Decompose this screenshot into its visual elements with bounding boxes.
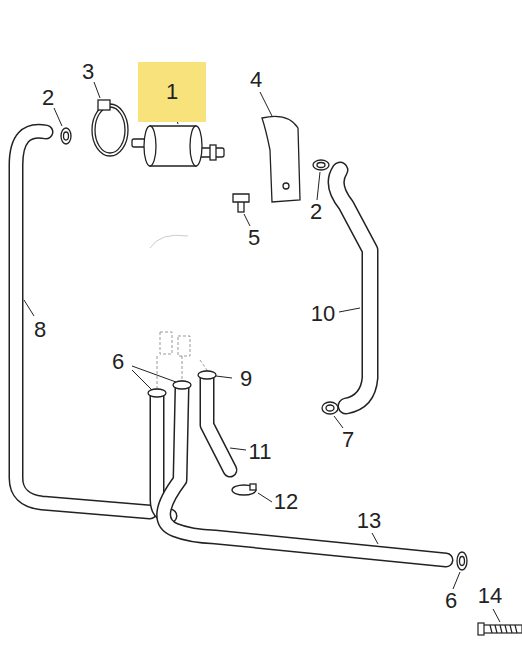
callout-number: 14 bbox=[478, 585, 502, 607]
callout-number: 6 bbox=[445, 590, 457, 612]
callout-number: 12 bbox=[274, 491, 298, 513]
callout-number: 4 bbox=[250, 69, 262, 91]
callout-number: 9 bbox=[240, 368, 252, 390]
callout-number: 3 bbox=[82, 61, 94, 83]
callout-number: 2 bbox=[42, 87, 54, 109]
callout-number: 11 bbox=[249, 441, 272, 463]
callout-number: 2 bbox=[310, 201, 322, 223]
callout-number: 5 bbox=[248, 227, 260, 249]
highlight-box: 1 bbox=[138, 62, 206, 122]
callout-number: 1 bbox=[166, 81, 178, 103]
callout-number: 10 bbox=[311, 303, 335, 325]
callout-number: 13 bbox=[357, 510, 381, 532]
callout-number: 8 bbox=[34, 319, 46, 341]
callout-number: 7 bbox=[342, 429, 354, 451]
callout-number: 6 bbox=[112, 351, 124, 373]
